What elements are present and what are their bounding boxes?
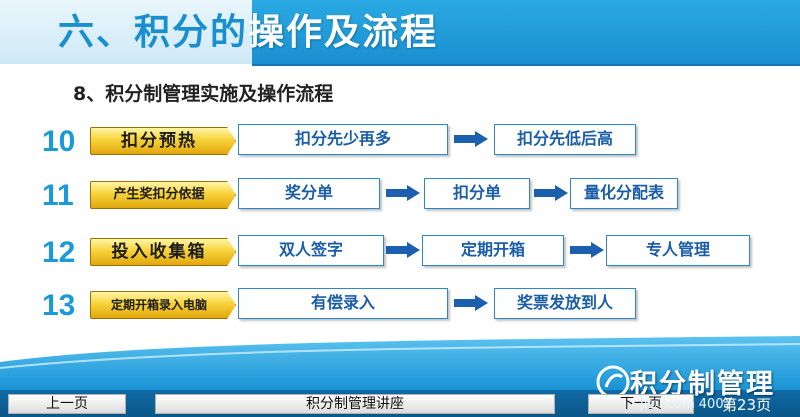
stage-label: 扣分预热 [90, 127, 236, 155]
step-box: 扣分单 [424, 178, 530, 209]
title-bar-dark [252, 0, 800, 66]
arrow-right-icon [386, 242, 420, 258]
flow-row-10: 10 扣分预热 扣分先少再多 扣分先低后高 [0, 124, 800, 160]
arrow-right-icon [534, 185, 568, 201]
title-bar-light [0, 0, 270, 64]
arrow-right-icon [454, 295, 488, 311]
step-box: 双人签字 [238, 235, 384, 266]
site-url: jfz l.com 4007 [640, 397, 732, 412]
step-box: 扣分先低后高 [494, 124, 636, 155]
step-number: 10 [42, 125, 76, 158]
step-box: 扣分先少再多 [238, 124, 448, 155]
step-box: 量化分配表 [570, 178, 678, 209]
step-box: 定期开箱 [422, 235, 564, 266]
flow-row-13: 13 定期开箱录入电脑 有偿录入 奖票发放到人 [0, 288, 800, 324]
stage-label: 定期开箱录入电脑 [90, 291, 236, 319]
stage-label: 产生奖扣分依据 [90, 181, 236, 209]
step-box: 专人管理 [606, 235, 750, 266]
step-number: 13 [42, 289, 76, 322]
slide-footer-title: 积分制管理讲座 [155, 394, 555, 414]
slide-title: 六、积分的操作及流程 [58, 6, 438, 58]
flow-row-12: 12 投入收集箱 双人签字 定期开箱 专人管理 [0, 235, 800, 271]
step-box: 奖票发放到人 [494, 288, 636, 319]
step-box: 奖分单 [238, 178, 380, 209]
flow-row-11: 11 产生奖扣分依据 奖分单 扣分单 量化分配表 [0, 178, 800, 214]
stage-label: 投入收集箱 [90, 238, 236, 266]
arrow-right-icon [570, 242, 604, 258]
arrow-right-icon [386, 185, 420, 201]
step-box: 有偿录入 [238, 288, 448, 319]
prev-page-button[interactable]: 上一页 [8, 394, 126, 414]
arrow-right-icon [454, 131, 488, 147]
page-number: 第23页 [722, 396, 772, 414]
slide-subtitle: 8、积分制管理实施及操作流程 [73, 83, 334, 105]
next-page-button[interactable]: 下一页 [588, 394, 694, 414]
slide-title-part2: 操作及流程 [248, 11, 439, 53]
step-number: 11 [42, 179, 74, 212]
slide-title-part1: 六、积分的 [58, 11, 249, 53]
step-number: 12 [42, 236, 76, 269]
